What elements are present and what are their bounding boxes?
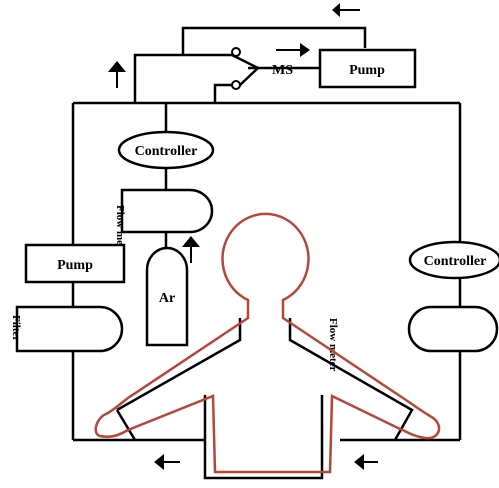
arrow-up-icon bbox=[182, 236, 200, 263]
controller-right-label: Controller bbox=[424, 254, 487, 269]
flowmeter-right-label: Flow meter bbox=[327, 318, 339, 372]
arrow-up-icon bbox=[108, 61, 126, 88]
arrow-left-icon bbox=[154, 454, 180, 470]
arrows bbox=[108, 3, 378, 470]
controller-left: Controller bbox=[117, 130, 215, 170]
person-outline bbox=[94, 212, 441, 474]
valve-switch-icon bbox=[231, 47, 259, 90]
pump-top: Pump bbox=[318, 48, 417, 89]
argon-cylinder: Ar bbox=[145, 246, 189, 347]
flowmeter-right: Flow meter bbox=[327, 305, 499, 372]
pump-left: Pump bbox=[24, 243, 126, 284]
tubing-lines bbox=[71, 26, 462, 480]
controller-right: Controller bbox=[408, 240, 499, 280]
arrow-left-icon bbox=[354, 454, 378, 470]
pump-left-label: Pump bbox=[57, 258, 93, 273]
controller-left-label: Controller bbox=[135, 144, 198, 159]
filter-left: Filter bbox=[10, 305, 124, 353]
filter-left-label: Filter bbox=[10, 315, 22, 341]
ms-label: MS bbox=[272, 63, 293, 78]
arrow-left-icon bbox=[332, 3, 360, 17]
argon-label: Ar bbox=[159, 291, 175, 306]
arrow-right-icon bbox=[276, 43, 310, 57]
pump-top-label: Pump bbox=[349, 63, 385, 78]
